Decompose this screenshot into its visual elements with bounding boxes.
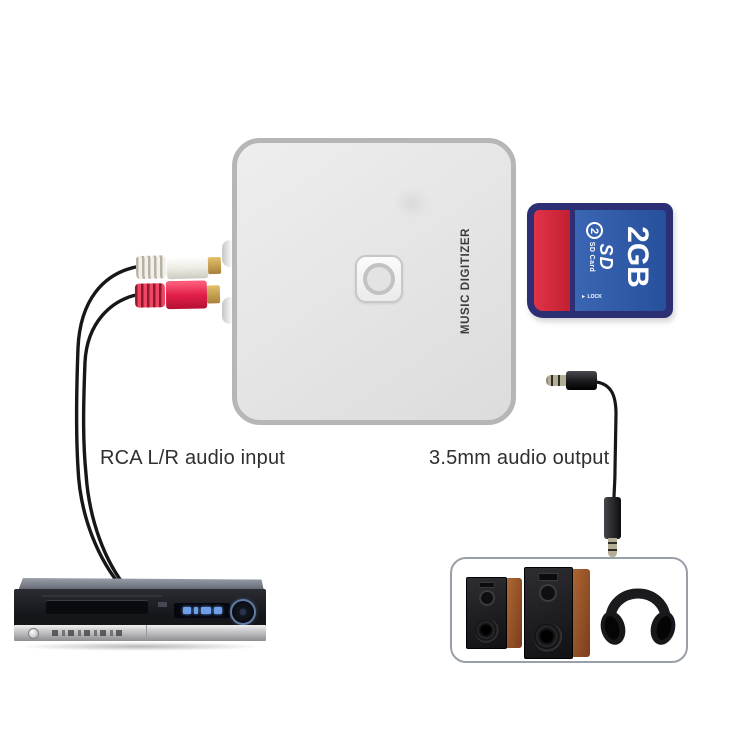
dvd-player — [14, 578, 266, 654]
rca-white-grip — [135, 255, 167, 280]
aux-plug-top-body — [566, 371, 597, 390]
record-button-ring-icon — [363, 263, 395, 295]
dvd-format-logos — [52, 630, 124, 636]
sd-speed-class-badge: 2 — [586, 222, 603, 239]
rca-white-connector — [135, 253, 222, 280]
aux-plug-bottom-body — [604, 497, 621, 539]
rca-red-cable — [81, 292, 143, 593]
device-record-button — [355, 255, 403, 303]
headphones-icon — [600, 588, 676, 645]
device-brand-label: MUSIC DIGITIZER — [460, 227, 472, 335]
dvd-top-face — [18, 578, 264, 591]
music-digitizer-device: MUSIC DIGITIZER — [232, 138, 516, 425]
speaker-woofer — [474, 618, 499, 644]
speaker-front — [524, 567, 590, 659]
sd-logo-text: SD — [596, 243, 616, 271]
dvd-eject-button — [158, 602, 167, 607]
speaker-woofer — [533, 622, 563, 652]
sd-card-blue-area: 2 SD SD Card 2GB ► LOCK — [575, 210, 666, 311]
device-led-mark — [387, 181, 437, 225]
dvd-power-button — [28, 627, 39, 639]
sd-lock-label: ► LOCK — [581, 294, 602, 300]
sd-card-face: 2 SD SD Card 2GB ► LOCK — [534, 210, 666, 311]
display-segment — [200, 607, 211, 614]
rca-red-gold-tip — [206, 285, 221, 304]
sd-card: 2 SD SD Card 2GB ► LOCK — [527, 203, 673, 318]
dvd-shadow — [16, 642, 264, 651]
rca-white-body — [166, 253, 209, 280]
dvd-panel-groove — [42, 595, 162, 597]
dvd-jog-dial — [230, 599, 256, 625]
rca-white-gold-tip — [207, 256, 222, 275]
sd-card-sublabel: SD Card — [588, 241, 595, 273]
rca-input-label: RCA L/R audio input — [100, 447, 286, 469]
rca-red-connector — [134, 280, 221, 310]
speaker-port — [538, 572, 559, 581]
display-segment — [193, 607, 198, 614]
aux-output-label: 3.5mm audio output — [429, 447, 610, 469]
speaker-front-panel — [524, 567, 573, 659]
sd-capacity-label: 2GB — [621, 226, 654, 288]
rca-white-cable — [74, 264, 143, 592]
dvd-led-display — [174, 603, 230, 618]
dvd-disc-tray — [46, 600, 148, 614]
output-devices-box — [450, 557, 688, 663]
speaker-wood-side — [505, 578, 522, 648]
dvd-silver-strip — [14, 625, 266, 641]
speaker-rear — [466, 577, 522, 649]
dvd-front-panel — [14, 589, 266, 627]
aux-plug-top-tip — [546, 375, 567, 386]
speaker-port — [478, 581, 495, 588]
speaker-tweeter — [480, 592, 493, 604]
speaker-tweeter — [541, 586, 556, 601]
rca-red-grip — [134, 283, 166, 308]
sd-card-red-stripe — [534, 210, 570, 311]
sd-logo: SD SD Card — [585, 229, 616, 285]
dvd-jog-dial-center — [239, 608, 247, 616]
speaker-front-panel — [466, 577, 508, 649]
rca-red-body — [165, 280, 208, 310]
speaker-wood-side — [570, 568, 590, 658]
display-segment — [182, 607, 191, 614]
dvd-strip-seam — [146, 625, 147, 641]
display-segment — [213, 607, 222, 614]
aux-plug-bottom-tip — [608, 538, 617, 557]
aux-cable — [594, 380, 618, 501]
